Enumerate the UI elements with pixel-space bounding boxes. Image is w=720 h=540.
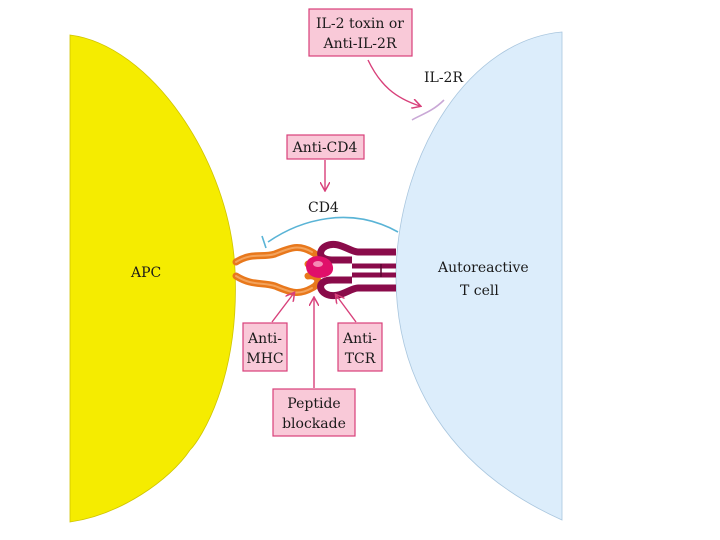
- cd4-tip: [261, 235, 267, 249]
- svg-text:Peptide: Peptide: [287, 396, 340, 412]
- il2r-receptor: [411, 99, 445, 121]
- peptide-highlight: [313, 261, 323, 267]
- t-cell-label-line2: T cell: [460, 283, 499, 299]
- il2r-label: IL-2R: [424, 70, 463, 86]
- anti-cd4-box: Anti-CD4: [286, 134, 365, 160]
- svg-text:IL-2 toxin or: IL-2 toxin or: [316, 16, 404, 32]
- t-cell: [395, 31, 563, 521]
- svg-text:blockade: blockade: [282, 416, 346, 432]
- apc-cell: [69, 34, 236, 523]
- svg-text:Anti-CD4: Anti-CD4: [292, 140, 358, 156]
- anti-tcr-arrow: [336, 295, 357, 323]
- peptide-blockade-box: Peptide blockade: [272, 388, 356, 437]
- svg-text:TCR: TCR: [345, 351, 376, 367]
- anti-tcr-box: Anti- TCR: [337, 322, 383, 372]
- apc-label: APC: [130, 265, 161, 281]
- t-cell-label-line1: Autoreactive: [437, 260, 529, 276]
- anti-mhc-box: Anti- MHC: [242, 322, 288, 372]
- svg-text:Anti-: Anti-: [247, 331, 282, 347]
- cd4-molecule: [267, 216, 399, 243]
- svg-text:MHC: MHC: [246, 351, 283, 367]
- mhc-molecule: [232, 244, 322, 296]
- anti-mhc-arrow: [271, 293, 294, 323]
- il2-toxin-arrow: [367, 59, 420, 106]
- svg-text:Anti-: Anti-: [342, 331, 377, 347]
- il2-toxin-box: IL-2 toxin or Anti-IL-2R: [308, 8, 413, 57]
- tcr-molecule: [317, 240, 396, 300]
- peptide: [306, 256, 334, 278]
- svg-text:Anti-IL-2R: Anti-IL-2R: [323, 36, 397, 52]
- cd4-label: CD4: [308, 200, 339, 216]
